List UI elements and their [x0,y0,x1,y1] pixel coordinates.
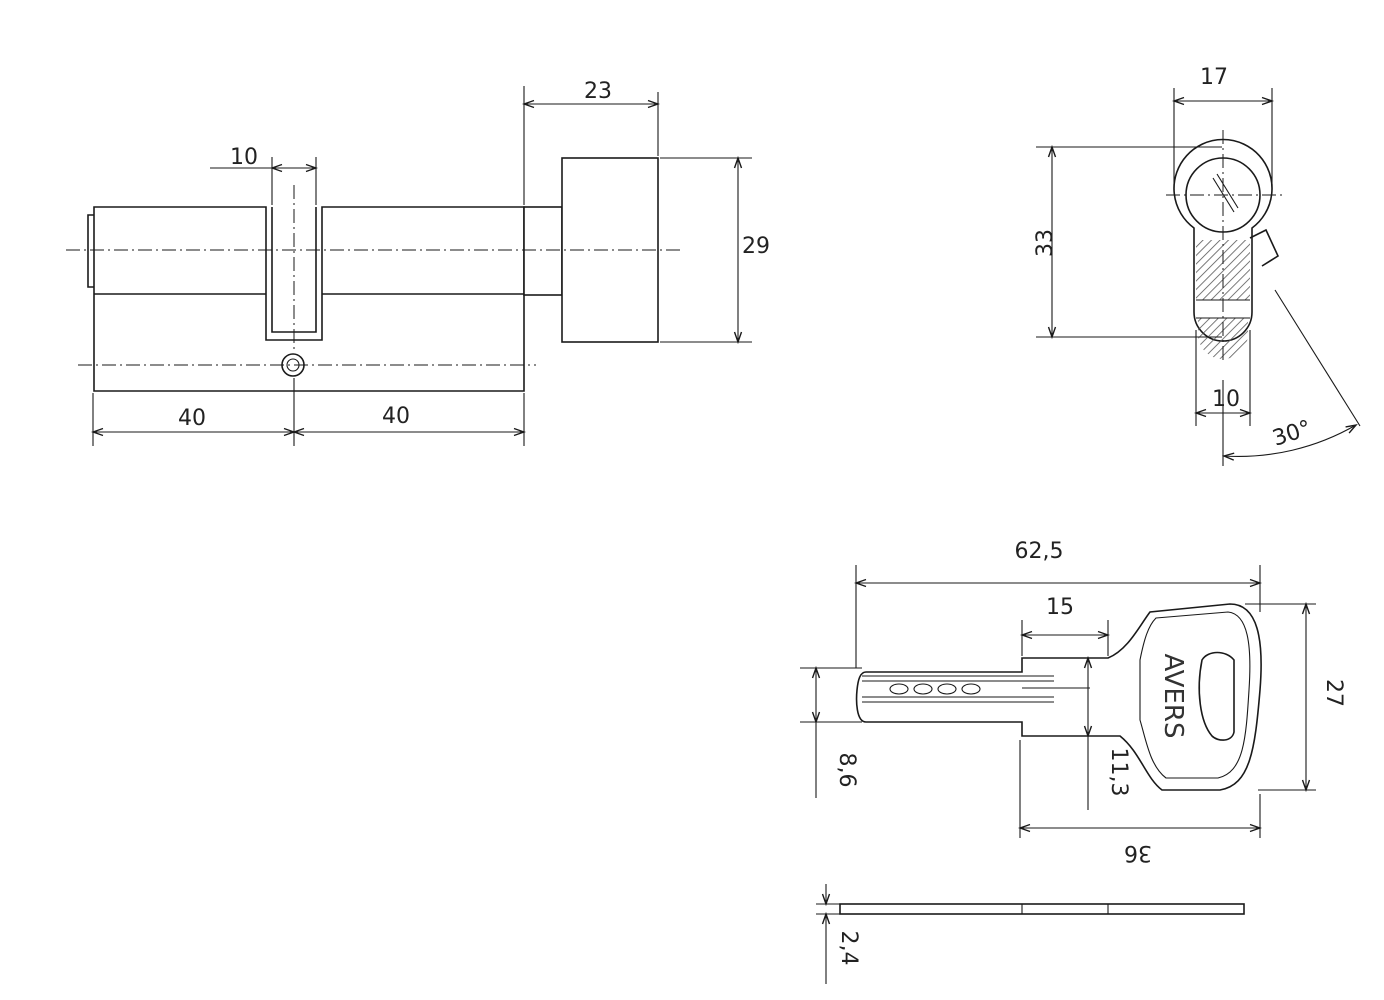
dim-profile-height: 33 [1033,229,1058,257]
key-view: AVERS 62,5 15 27 8,6 11,3 36 [800,539,1346,984]
dim-knob-diameter: 29 [742,234,770,259]
dim-key-thickness: 2,4 [836,931,861,966]
dim-key-blade-height: 8,6 [834,753,859,788]
key-side-profile [839,903,1245,915]
knob-neck [523,206,563,296]
cylinder-body [93,206,525,392]
screw-hole-inner [286,358,300,372]
cylinder-side-view: 10 23 29 40 40 [66,79,770,446]
dim-knob-length: 23 [584,79,612,104]
dim-body-left: 40 [178,406,206,431]
dim-key-blade-start: 15 [1046,595,1074,620]
key-brand-logo: AVERS [1158,654,1188,739]
dim-body-right: 40 [382,404,410,429]
key-head-window [1198,651,1235,741]
profile-cam [1249,228,1280,267]
dim-key-shoulder-height: 11,3 [1106,748,1131,797]
screw-hole-outer [281,353,305,377]
dim-key-length: 62,5 [1015,539,1064,564]
cylinder-profile-view: 17 33 10 30° [1033,65,1361,466]
dim-cam-width: 10 [230,145,258,170]
dim-key-head-height: 27 [1321,679,1346,707]
dim-profile-width: 17 [1200,65,1228,90]
dim-key-bow-length: 36 [1124,840,1152,865]
dim-profile-lower-width: 10 [1212,387,1240,412]
key-outline [855,603,1262,791]
key-head-inner [1139,611,1251,779]
body-left-face [87,214,94,288]
